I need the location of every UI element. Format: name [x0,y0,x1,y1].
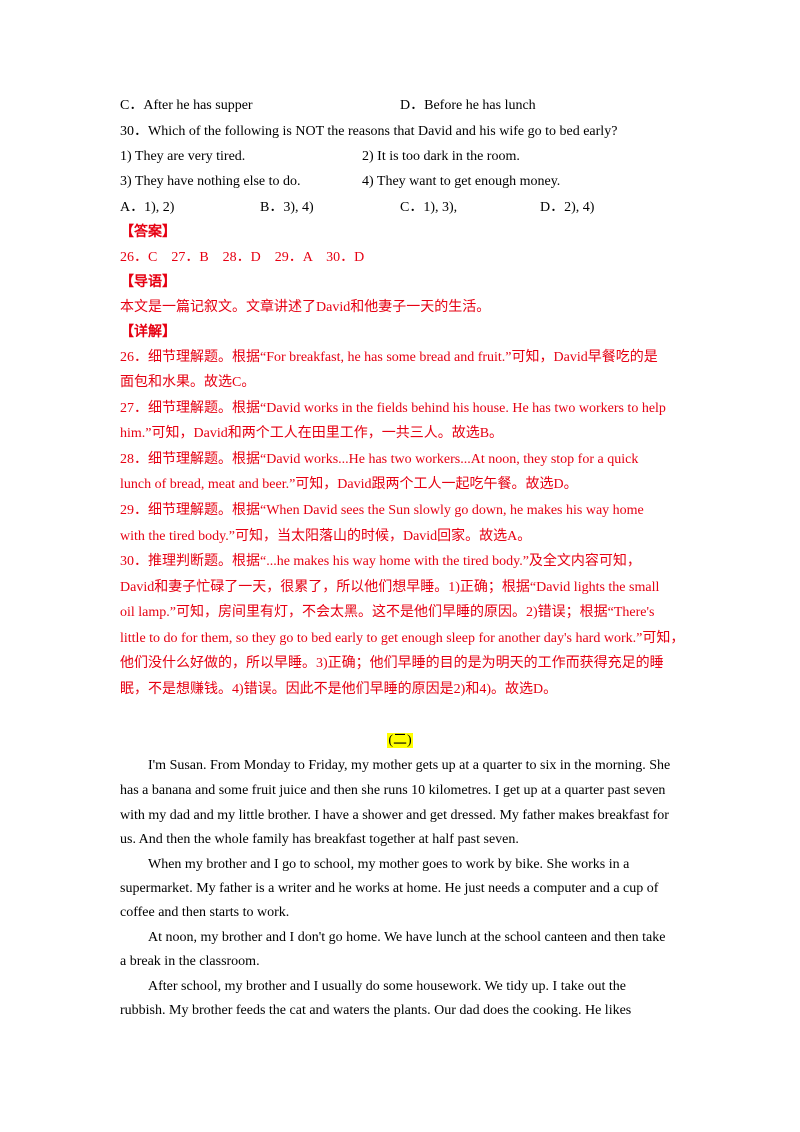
q30-options-row: A．1), 2) B．3), 4) C．1), 3), D．2), 4) [120,198,680,218]
q29-option-c: C．After he has supper [120,98,253,113]
answer-header: 【答案】 [120,225,176,240]
detail-line: 他们没什么好做的，所以早睡。3)正确；他们早睡的目的是为明天的工作而获得充足的睡 [120,656,664,671]
q30-statements-row2: 3) They have nothing else to do. 4) They… [120,172,680,192]
answer-text: 26．C 27．B 28．D 29．A 30．D [120,250,365,265]
detail-line: him.”可知，David和两个工人在田里工作，一共三人。故选B。 [120,426,504,441]
q30-statement-4: 4) They want to get enough money. [362,174,561,189]
q30-statement-1: 1) They are very tired. [120,149,246,164]
passage-line: coffee and then starts to work. [120,905,290,920]
detail-line: 29．细节理解题。根据“When David sees the Sun slow… [120,503,644,518]
q30-option-a: A．1), 2) [120,200,175,215]
passage-line: with my dad and my little brother. I hav… [120,808,669,823]
q30-option-c: C．1), 3), [400,200,458,215]
q30-option-b: B．3), 4) [260,200,314,215]
q30-option-d: D．2), 4) [540,200,595,215]
q29-options-row: C．After he has supper D．Before he has lu… [120,96,680,116]
passage-line: us. And then the whole family has breakf… [120,832,519,847]
detail-line: 28．细节理解题。根据“David works...He has two wor… [120,452,639,467]
q30-statements-row1: 1) They are very tired. 2) It is too dar… [120,147,680,167]
section-title-text: (二) [387,733,413,748]
passage-line: After school, my brother and I usually d… [148,979,627,994]
q30-statement-2: 2) It is too dark in the room. [362,149,520,164]
passage-line: supermarket. My father is a writer and h… [120,881,659,896]
detail-line: little to do for them, so they go to bed… [120,631,685,646]
detail-line: 面包和水果。故选C。 [120,375,256,390]
detail-line: 30．推理判断题。根据“...he makes his way home wit… [120,554,641,569]
detail-line: oil lamp.”可知，房间里有灯，不会太黑。这不是他们早睡的原因。2)错误；… [120,605,655,620]
q30-statement-3: 3) They have nothing else to do. [120,174,301,189]
guide-header: 【导语】 [120,275,176,290]
passage-line: rubbish. My brother feeds the cat and wa… [120,1003,632,1018]
guide-text: 本文是一篇记叙文。文章讲述了David和他妻子一天的生活。 [120,300,491,315]
detail-line: 27．细节理解题。根据“David works in the fields be… [120,401,666,416]
detail-line: 眠，不是想赚钱。4)错误。因此不是他们早睡的原因是2)和4)。故选D。 [120,682,558,697]
detail-line: 26．细节理解题。根据“For breakfast, he has some b… [120,350,658,365]
section-title: (二) [0,731,800,751]
q29-option-d: D．Before he has lunch [400,98,536,113]
q30-stem: 30．Which of the following is NOT the rea… [120,124,618,139]
detail-header: 【详解】 [120,325,176,340]
detail-line: lunch of bread, meat and beer.”可知，David跟… [120,477,578,492]
passage-line: When my brother and I go to school, my m… [148,857,630,872]
passage-line: a break in the classroom. [120,954,260,969]
passage-line: At noon, my brother and I don't go home.… [148,930,666,945]
detail-line: with the tired body.”可知，当太阳落山的时候，David回家… [120,529,532,544]
passage-line: I'm Susan. From Monday to Friday, my mot… [148,758,671,773]
passage-line: has a banana and some fruit juice and th… [120,783,666,798]
detail-line: David和妻子忙碌了一天，很累了，所以他们想早睡。1)正确；根据“David … [120,580,660,595]
